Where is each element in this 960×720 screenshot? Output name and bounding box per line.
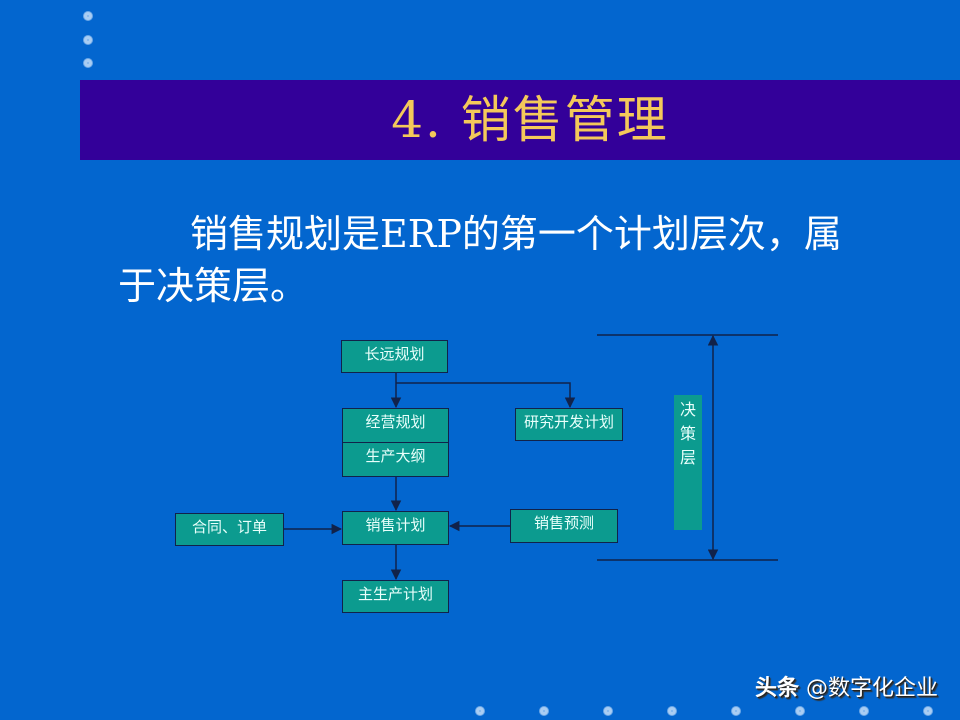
node-sales-forecast: 销售预测 <box>510 509 618 543</box>
slide-title: 4. 销售管理 <box>391 91 669 149</box>
node-master-production-plan: 主生产计划 <box>342 580 449 613</box>
watermark-handle: @数字化企业 <box>805 676 938 701</box>
slide-body-text: 销售规划是ERP的第一个计划层次，属于决策层。 <box>118 212 842 308</box>
decorative-dot <box>84 59 92 67</box>
node-business-planning: 经营规划 <box>342 408 449 443</box>
node-sales-plan: 销售计划 <box>342 511 449 545</box>
decorative-dot <box>860 707 868 715</box>
node-production-outline: 生产大纲 <box>342 442 449 477</box>
decision-layer-label: 决 策 层 <box>674 395 702 530</box>
decorative-dot <box>924 707 932 715</box>
watermark-brand: 头条 <box>754 676 799 701</box>
decorative-dot <box>476 707 484 715</box>
decorative-dot <box>604 707 612 715</box>
title-bar: 4. 销售管理 <box>80 80 960 160</box>
decorative-dot <box>540 707 548 715</box>
decorative-dot <box>84 36 92 44</box>
decorative-dot <box>732 707 740 715</box>
layer-char: 层 <box>679 448 696 467</box>
node-long-term-planning: 长远规划 <box>341 340 448 373</box>
node-contracts-orders: 合同、订单 <box>175 513 284 546</box>
layer-char: 策 <box>679 424 696 443</box>
decorative-dot <box>84 12 92 20</box>
watermark: 头条 @数字化企业 <box>755 670 938 702</box>
decorative-dot <box>668 707 676 715</box>
decorative-dot <box>796 707 804 715</box>
layer-char: 决 <box>679 400 696 419</box>
node-rnd-plan: 研究开发计划 <box>515 408 623 441</box>
